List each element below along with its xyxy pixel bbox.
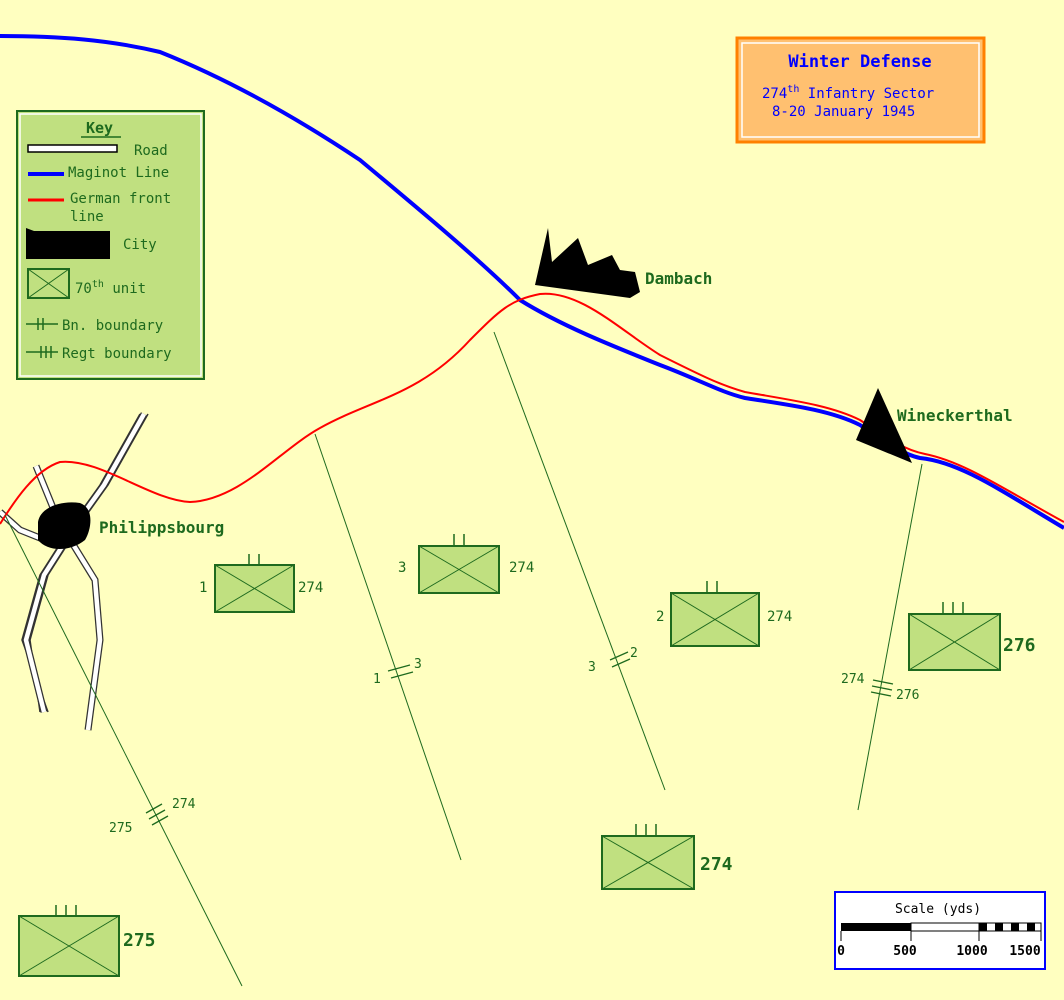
legend-road: Road (134, 143, 168, 159)
boundary-label: 274 (841, 672, 865, 687)
unit-label-right: 274 (298, 580, 323, 596)
legend-front-1: German front (70, 191, 171, 207)
unit-275: 275 (18, 905, 156, 977)
unit-274-regt: 274 (601, 824, 733, 890)
scale-tick-1000: 1000 (956, 944, 987, 959)
unit-1-274: 1 274 (199, 554, 323, 613)
boundary-label: 3 (588, 660, 596, 675)
unit-label-right: 274 (700, 854, 733, 875)
legend-front-2: line (70, 209, 104, 225)
road-swatch (27, 144, 118, 153)
boundary-lines (4, 331, 923, 987)
place-philippsbourg: Philippsbourg (99, 518, 224, 537)
unit-3-274: 3 274 (398, 534, 534, 594)
unit-label-left: 1 (199, 580, 207, 596)
boundary-label: 2 (630, 646, 638, 661)
legend-heading: Key (86, 119, 113, 137)
unit-label-right: 274 (509, 560, 534, 576)
city-swatch (26, 228, 110, 259)
unit-swatch (27, 268, 70, 299)
legend: Key Road Maginot Line German front line … (16, 110, 205, 380)
legend-city: City (123, 237, 157, 253)
wineckerthal-city (856, 388, 912, 463)
scale-box: Scale (yds) 0 500 1000 1500 (834, 891, 1046, 970)
title-box: Winter Defense 274th Infantry Sector 8-2… (735, 36, 986, 144)
boundary-label: 1 (373, 672, 381, 687)
boundary-label: 274 (172, 797, 196, 812)
scale-title: Scale (yds) (895, 902, 981, 917)
unit-label-right: 274 (767, 609, 792, 625)
unit-label-right: 275 (123, 930, 156, 951)
legend-maginot: Maginot Line (68, 165, 169, 181)
legend-bn: Bn. boundary (62, 318, 163, 334)
unit-label-left: 3 (398, 560, 406, 576)
title-dates: 8-20 January 1945 (772, 104, 915, 120)
boundary-label: 3 (414, 657, 422, 672)
scale-tick-1500: 1500 (1009, 944, 1040, 959)
place-wineckerthal: Wineckerthal (897, 406, 1013, 425)
scale-tick-500: 500 (893, 944, 917, 959)
boundary-label: 275 (109, 821, 132, 836)
place-dambach: Dambach (645, 269, 712, 288)
scale-tick-0: 0 (837, 944, 845, 959)
boundary-label: 276 (896, 688, 919, 703)
legend-regt: Regt boundary (62, 346, 172, 362)
boundary-ticks (145, 651, 894, 826)
unit-label-left: 2 (656, 609, 664, 625)
legend-unit: 70th unit (75, 279, 146, 297)
title-sector: 274th Infantry Sector (762, 84, 934, 102)
title-main: Winter Defense (788, 52, 931, 72)
dambach-city (535, 228, 640, 298)
philippsbourg-city (38, 502, 91, 549)
unit-2-274: 2 274 (656, 581, 792, 647)
unit-label-right: 276 (1003, 635, 1036, 656)
unit-276: 276 (908, 602, 1036, 671)
